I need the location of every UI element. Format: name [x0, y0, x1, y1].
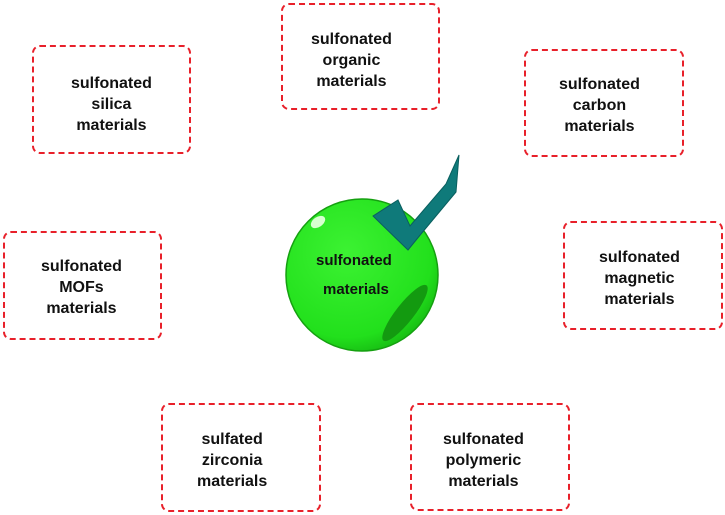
box-sulfonated-organic-materials: [281, 3, 440, 110]
label-sulfonated-magnetic-materials: sulfonated magnetic materials: [599, 249, 680, 308]
box-sulfonated-polymeric-materials: [410, 403, 570, 511]
sphere-highlight: [310, 215, 326, 229]
box-sulfonated-magnetic-materials: [563, 221, 723, 330]
box-sulfonated-silica-materials: [32, 45, 191, 154]
checkmark-icon: [372, 154, 460, 251]
label-sulfonated-carbon-materials: sulfonated carbon materials: [559, 76, 640, 135]
label-sulfated-zirconia-materials: sulfated zirconia materials: [197, 431, 268, 490]
box-sulfonated-mofs-materials: [3, 231, 162, 340]
box-sulfonated-carbon-materials: [524, 49, 684, 157]
center-label-line2: materials: [323, 281, 389, 298]
label-sulfonated-silica-materials: sulfonated silica materials: [71, 75, 152, 134]
label-sulfonated-mofs-materials: sulfonated MOFs materials: [41, 258, 122, 317]
label-sulfonated-polymeric-materials: sulfonated polymeric materials: [443, 431, 524, 490]
sphere-reflection: [382, 284, 428, 342]
label-sulfonated-organic-materials: sulfonated organic materials: [311, 31, 392, 90]
center-label-line1: sulfonated: [316, 252, 392, 269]
box-sulfated-zirconia-materials: [161, 403, 321, 512]
